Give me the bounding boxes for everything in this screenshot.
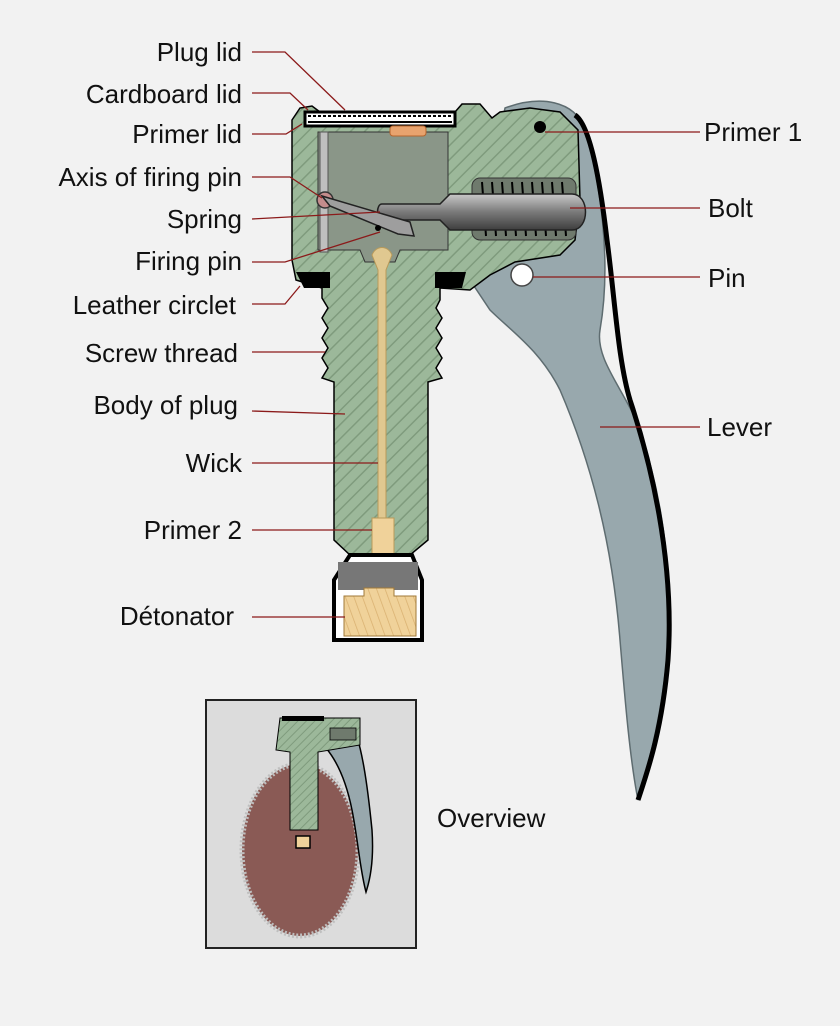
- lever-rivet: [534, 121, 546, 133]
- label-wick: Wick: [185, 448, 242, 478]
- label-leather-circlet: Leather circlet: [72, 290, 236, 320]
- label-primer-2: Primer 2: [143, 515, 242, 545]
- label-lever: Lever: [707, 412, 773, 442]
- bolt-shape: [376, 193, 587, 231]
- label-firing-pin: Firing pin: [135, 246, 242, 276]
- label-axis-of-firing-pin: Axis of firing pin: [58, 162, 242, 192]
- primer-1-shape: [389, 125, 427, 137]
- label-screw-thread: Screw thread: [84, 338, 238, 368]
- leather-circlet-right: [435, 272, 466, 288]
- label-plug-lid: Plug lid: [156, 37, 242, 67]
- primer-2-shape: [371, 517, 395, 559]
- label-body-of-plug: Body of plug: [93, 390, 238, 420]
- lever-back-strip: [573, 112, 672, 801]
- label-primer-lid: Primer lid: [132, 119, 242, 149]
- firing-pin-arm: [319, 194, 416, 237]
- overview-miniature: [239, 716, 374, 939]
- label-overview: Overview: [437, 803, 546, 833]
- label-bolt: Bolt: [708, 193, 753, 223]
- label-cardboard-lid: Cardboard lid: [85, 79, 242, 109]
- leader-lines: [251, 51, 700, 618]
- label-detonator: Détonator: [119, 601, 234, 631]
- inner-chamber: [317, 131, 449, 263]
- label-primer-1: Primer 1: [704, 117, 803, 147]
- plug-lid-bar: [303, 110, 457, 128]
- leather-circlet-left: [296, 272, 330, 288]
- detonator-shape: [343, 587, 417, 637]
- label-pin: Pin: [708, 263, 746, 293]
- label-spring: Spring: [166, 204, 242, 234]
- lever-pin-shape: [510, 263, 534, 287]
